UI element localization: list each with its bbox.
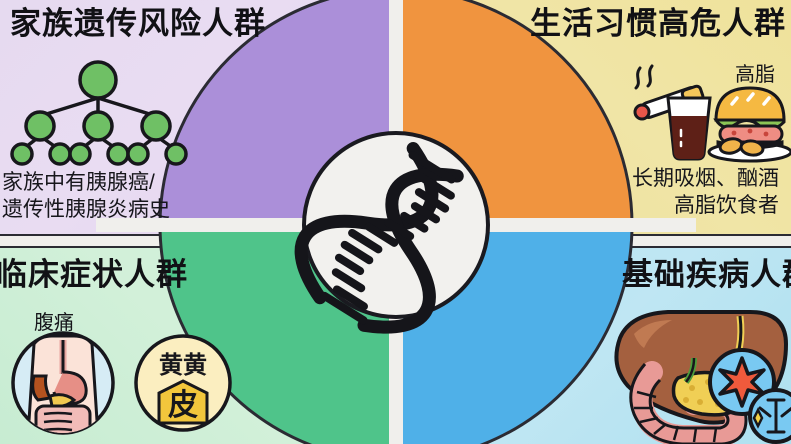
lifestyle-icons-group (628, 58, 791, 168)
liver-highlight (634, 320, 672, 348)
jaundice-badge-label: 黄黄 (159, 352, 207, 379)
cell-badge-icon (748, 388, 791, 444)
alcohol-glass-icon (666, 96, 712, 161)
desc-line: 家族中有胰腺癌/ (2, 171, 155, 194)
smoke-icon (634, 64, 654, 90)
symptom-label-abdominal-pain: 腹痛 (34, 312, 74, 334)
family-tree-icon (8, 58, 188, 168)
duodenum-folds (634, 390, 718, 443)
liver-pancreas-icon (590, 300, 791, 444)
quadrant-title-underlying-disease: 基础疾病人群 (622, 257, 791, 292)
quadrant-description-family-genetic: 家族中有胰腺癌/ 遗传性胰腺炎病史 (2, 170, 170, 224)
quadrant-title-family-genetic: 家族遗传风险人群 (10, 6, 266, 41)
jaundice-badge-glyph: 皮 (168, 389, 198, 422)
fries-icon (718, 137, 765, 157)
digestive-system-icon (10, 330, 116, 441)
callout-label-high-fat: 高脂 (735, 64, 775, 86)
quadrant-title-clinical-symptoms: 临床症状人群 (0, 257, 188, 292)
quadrant-title-lifestyle-risk: 生活习惯高危人群 (530, 6, 786, 41)
desc-line: 高脂饮食者 (674, 193, 779, 217)
desc-line: 遗传性胰腺炎病史 (2, 197, 170, 221)
jaundice-skin-icon: 黄黄 皮 (133, 333, 233, 438)
spark-icon (752, 407, 764, 429)
desc-line: 长期吸烟、酗酒 (632, 167, 779, 190)
quadrant-description-lifestyle-risk: 长期吸烟、酗酒 高脂饮食者 (632, 166, 779, 220)
